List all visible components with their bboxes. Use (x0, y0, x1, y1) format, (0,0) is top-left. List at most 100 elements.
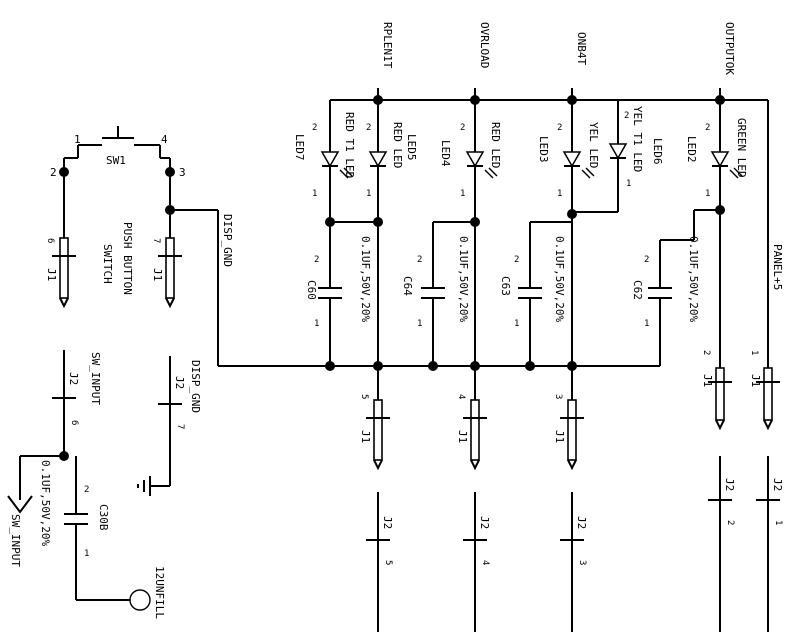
led6-pin-bottom: 1 (626, 179, 631, 189)
net-label-ovrload: OVRLOAD (478, 22, 491, 68)
j2-3-ref: J2 (575, 516, 588, 529)
led2-desc: GREEN LED (735, 118, 748, 178)
led2-pin-top: 2 (705, 123, 710, 133)
c63-pin-top: 2 (514, 255, 519, 265)
led3-pin-top: 2 (557, 123, 562, 133)
led3: 2 1 LED3 YEL LED (537, 100, 600, 222)
sw-input-arrow-label: SW_INPUT (9, 514, 22, 567)
sw1-ref: SW1 (106, 154, 126, 167)
j2-7-pin: 7 (175, 424, 185, 429)
c63-ref: C63 (499, 276, 512, 296)
connector-j1-2: 2 J1 (701, 350, 732, 431)
panel-net-label: PANEL+5 (771, 244, 784, 290)
switch-desc-line1: PUSH BUTTON (121, 222, 134, 295)
connector-j2-6: 6 J2 SW_INPUT (52, 350, 102, 456)
c62-ref: C62 (631, 280, 644, 300)
led5-pin-top: 2 (366, 123, 371, 133)
j1-1-pin: 1 (749, 350, 759, 355)
c62-value: 0.1UF,50V,20% (687, 236, 700, 322)
led7-pin-bottom: 1 (312, 189, 317, 199)
connector-j2-4: 4 J2 (463, 492, 491, 632)
j1-6-pin: 6 (45, 238, 55, 243)
j1-7-pin: 7 (151, 238, 161, 243)
led5: 2 1 LED5 RED LED (366, 100, 418, 222)
j2-2-pin: 2 (725, 520, 735, 525)
connector-j1-3: 3 J1 (553, 394, 584, 471)
j1-7-ref: J1 (151, 268, 164, 281)
net-label-onb4t: ONB4T (575, 32, 588, 65)
net-label-rplen1t: RPLEN1T (381, 22, 394, 69)
c30b-pin-top: 2 (84, 485, 89, 495)
connector-j2-7: 7 J2 DISP_GND (158, 356, 202, 486)
j2-7-ref: J2 (173, 376, 186, 389)
j2-5-ref: J2 (381, 516, 394, 529)
c30b-ref: C30B (97, 504, 110, 531)
c60-pin-top: 2 (314, 255, 319, 265)
sw1-pin2: 2 (50, 166, 57, 179)
led2-pin-bottom: 1 (705, 189, 710, 199)
led3-ref: LED3 (537, 136, 550, 163)
connector-j1-6: 6 J1 (45, 237, 76, 309)
c60-value: 0.1UF,50V,20% (359, 236, 372, 322)
j1-1-ref: J1 (749, 374, 762, 387)
j1-5-ref: J1 (359, 430, 372, 443)
capacitor-c30b: 2 1 C30B 0.1UF,50V,20% (39, 456, 110, 600)
j1-4-ref: J1 (456, 430, 469, 443)
led7-desc: RED T1 LED (343, 112, 356, 178)
c63-pin-bottom: 1 (514, 319, 519, 329)
j2-2-ref: J2 (723, 478, 736, 491)
disp-gnd-net-label: DISP_GND (221, 214, 234, 267)
j2-6-pin: 6 (69, 420, 79, 425)
test-point-label: 12UNFILL (153, 566, 166, 619)
led6-ref: LED6 (651, 138, 664, 165)
led5-desc: RED LED (391, 122, 404, 168)
j1-2-ref: J1 (701, 374, 714, 387)
led6: 2 1 LED6 YEL T1 LED (572, 106, 664, 213)
led4-pin-top: 2 (460, 123, 465, 133)
led4-pin-bottom: 1 (460, 189, 465, 199)
led4: 2 1 LED4 RED LED (439, 100, 502, 222)
push-button-switch: 1 4 2 3 SW1 PUSH BUTTON SWITCH DISP_GND (50, 126, 234, 366)
led4-ref: LED4 (439, 140, 452, 167)
capacitor-c62: 2 1 C62 0.1UF,50V,20% (631, 210, 700, 366)
sw-input-net-label: SW_INPUT (89, 352, 102, 405)
connector-j2-5: 5 J2 (366, 492, 394, 632)
net-label-outputok: OUTPUTOK (723, 22, 736, 75)
c63-value: 0.1UF,50V,20% (553, 236, 566, 322)
disp-gnd-j2-label: DISP_GND (189, 360, 202, 413)
ground-icon (137, 476, 151, 496)
led3-pin-bottom: 1 (557, 189, 562, 199)
test-point-icon (129, 589, 151, 611)
c30b-pin-bottom: 1 (84, 549, 89, 559)
c64-pin-bottom: 1 (417, 319, 422, 329)
led5-ref: LED5 (405, 134, 418, 161)
led6-desc: YEL T1 LED (631, 106, 644, 172)
c64-ref: C64 (401, 276, 414, 296)
led7-pin-top: 2 (312, 123, 317, 133)
j2-1-ref: J2 (771, 478, 784, 491)
capacitor-c63: 2 1 C63 0.1UF,50V,20% (499, 222, 566, 366)
j2-5-pin: 5 (383, 560, 393, 565)
led2-ref: LED2 (685, 136, 698, 163)
c62-pin-bottom: 1 (644, 319, 649, 329)
j1-3-pin: 3 (553, 394, 563, 399)
c62-pin-top: 2 (644, 255, 649, 265)
connector-j1-5: 5 J1 (359, 394, 390, 471)
c30b-value: 0.1UF,50V,20% (39, 460, 52, 546)
j2-3-pin: 3 (577, 560, 587, 565)
led7: 2 1 LED7 RED T1 LED (293, 112, 356, 222)
c64-value: 0.1UF,50V,20% (457, 236, 470, 322)
j1-4-pin: 4 (456, 394, 466, 399)
led4-desc: RED LED (489, 122, 502, 168)
c60-ref: C60 (305, 280, 318, 300)
sw1-pin1: 1 (74, 133, 81, 146)
j1-2-pin: 2 (701, 350, 711, 355)
led7-ref: LED7 (293, 134, 306, 161)
connector-j1-4: 4 J1 (456, 394, 487, 471)
sw-input-arrow-icon (7, 495, 33, 514)
sw1-pin4: 4 (161, 133, 168, 146)
connector-j1-7: 7 J1 (151, 237, 182, 309)
connector-j1-1: 1 J1 (749, 350, 780, 431)
j2-1-pin: 1 (773, 520, 783, 525)
